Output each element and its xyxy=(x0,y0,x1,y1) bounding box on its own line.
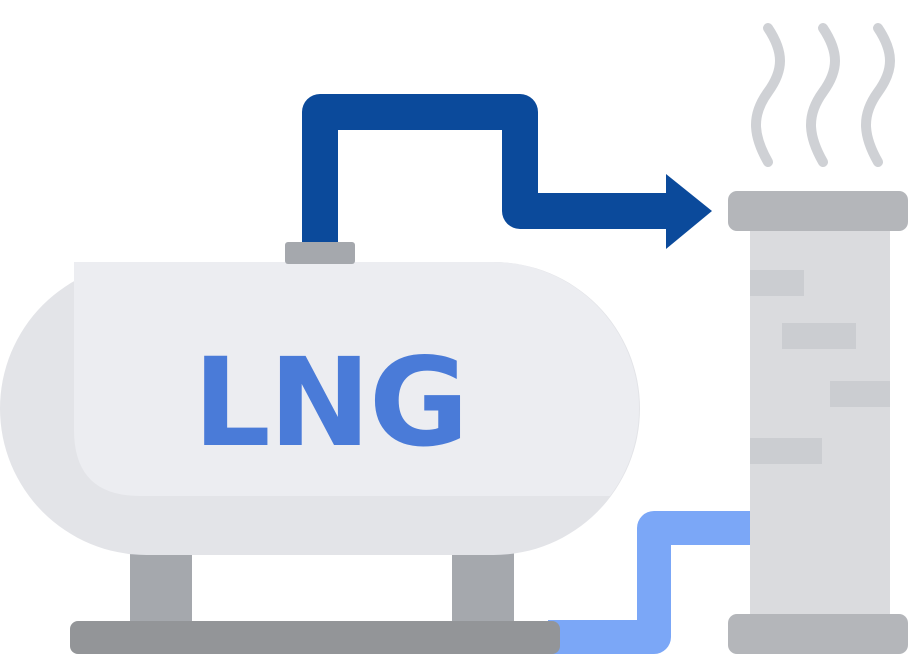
tank-highlight xyxy=(74,262,640,496)
inlet-pipe xyxy=(548,511,750,654)
arrow-right-icon xyxy=(666,174,712,249)
smoke-icon xyxy=(751,23,895,167)
smoke-wisp-3 xyxy=(861,23,895,167)
tank-label: LNG xyxy=(193,332,467,474)
tank-base-platform xyxy=(70,621,560,654)
chimney-bottom-cap xyxy=(728,614,908,654)
outlet-pipe xyxy=(302,94,672,243)
chimney-brick xyxy=(750,438,822,464)
tank-leg-right xyxy=(452,550,514,626)
tank-valve xyxy=(285,242,355,264)
chimney-brick xyxy=(782,323,856,349)
lng-tank-icon: LNG xyxy=(0,242,640,555)
tank-leg-left xyxy=(130,550,192,626)
smoke-wisp-1 xyxy=(751,23,785,167)
chimney-brick xyxy=(830,381,890,407)
chimney-top-cap xyxy=(728,191,908,231)
smoke-wisp-2 xyxy=(806,23,840,167)
chimney-brick xyxy=(750,270,804,296)
chimney-icon xyxy=(728,191,908,654)
